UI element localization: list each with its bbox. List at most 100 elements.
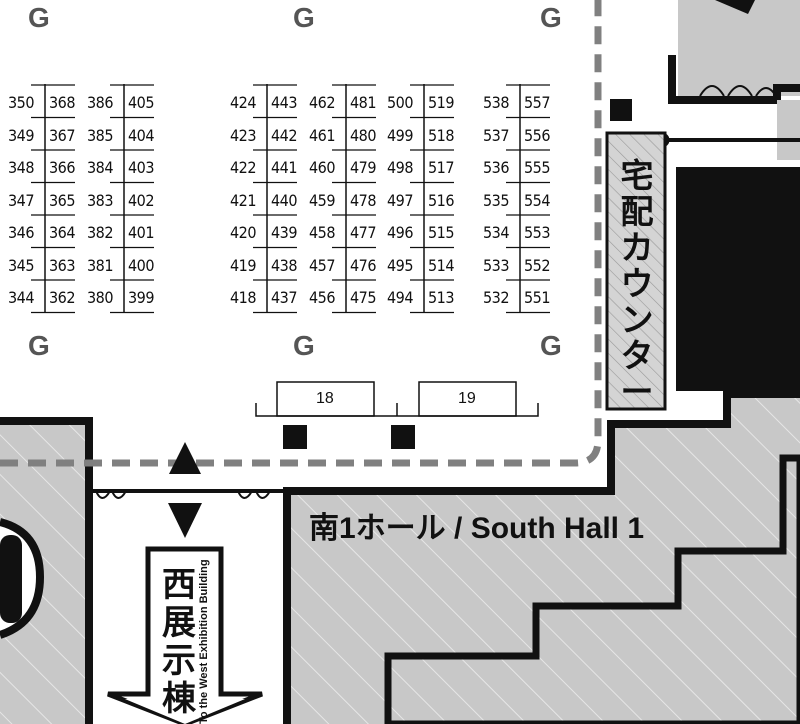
booth-number: 477 — [350, 223, 376, 242]
booth-number: 382 — [87, 223, 113, 242]
booth-number: 381 — [87, 255, 113, 275]
booth-number: 438 — [271, 255, 297, 275]
marker-square — [610, 99, 632, 121]
booth-number: 557 — [524, 93, 550, 112]
seating-area — [255, 381, 539, 449]
booth-number: 500 — [387, 93, 413, 112]
delivery-counter-label: 宅配カウンター — [617, 158, 657, 410]
booth-number: 496 — [387, 223, 413, 242]
booth-number: 421 — [230, 190, 256, 210]
booth-number: 367 — [49, 125, 75, 145]
booth-number: 459 — [309, 190, 335, 210]
marker-g: G — [540, 330, 562, 361]
booth-number: 423 — [230, 125, 256, 145]
booth-number: 535 — [483, 190, 509, 210]
booth-number: 348 — [8, 158, 34, 177]
booth-number: 461 — [309, 125, 335, 145]
booth-number: 460 — [309, 158, 335, 177]
booth-number: 457 — [309, 255, 335, 275]
booth-number: 475 — [350, 288, 376, 307]
booth-number: 366 — [49, 158, 75, 177]
booth-number: 499 — [387, 125, 413, 145]
booth-number: 537 — [483, 125, 509, 145]
vertical-char: 展 — [162, 604, 196, 642]
booth-number: 418 — [230, 288, 256, 307]
booth-number: 399 — [128, 288, 154, 307]
booth-number: 458 — [309, 223, 335, 242]
booth-number: 538 — [483, 93, 509, 112]
booth-number: 517 — [428, 158, 454, 177]
booth-number: 462 — [309, 93, 335, 112]
upper-right-area — [654, 0, 800, 160]
marker-g: G — [540, 2, 562, 33]
booth-number: 556 — [524, 125, 550, 145]
booth-number: 400 — [128, 255, 154, 275]
booth-number: 442 — [271, 125, 297, 145]
booth-number: 384 — [87, 158, 113, 177]
stair-steps — [384, 454, 800, 724]
marker-g: G — [293, 2, 315, 33]
marker-g: G — [293, 330, 315, 361]
booth-number: 553 — [524, 223, 550, 242]
seat-label: 18 — [316, 390, 334, 407]
booth-number: 401 — [128, 223, 154, 242]
vertical-char: へ — [159, 718, 199, 724]
booth-number: 494 — [387, 288, 413, 307]
booth-number: 385 — [87, 125, 113, 145]
booth-number: 532 — [483, 288, 509, 307]
booth-number: 555 — [524, 158, 550, 177]
marker-g: G — [28, 330, 50, 361]
south-hall-label: 南1ホール / South Hall 1 — [309, 512, 645, 545]
booth-number: 362 — [49, 288, 75, 307]
area-boundary — [0, 0, 602, 467]
booth-number: 346 — [8, 223, 34, 242]
seat-label: 19 — [458, 390, 476, 407]
booth-number: 519 — [428, 93, 454, 112]
booth-number: 364 — [49, 223, 75, 242]
booth-number: 368 — [49, 93, 75, 112]
vertical-char: ン — [620, 301, 654, 338]
booth-number: 344 — [8, 288, 34, 307]
black-block — [676, 167, 800, 391]
booth-number: 533 — [483, 255, 509, 275]
west-building-label-en: To the West Exhibition Building — [198, 559, 210, 724]
booth-number: 420 — [230, 223, 256, 242]
booth-number: 476 — [350, 255, 376, 275]
booth-number: 515 — [428, 223, 454, 242]
booth-number: 478 — [350, 190, 376, 210]
vertical-char: ー — [620, 373, 654, 410]
booth-number: 350 — [8, 93, 34, 112]
booth-number: 347 — [8, 190, 34, 210]
vertical-char: 西 — [162, 566, 196, 604]
vertical-char: 棟 — [162, 680, 196, 718]
booth-number: 518 — [428, 125, 454, 145]
booth-number: 498 — [387, 158, 413, 177]
booth-number: 404 — [128, 125, 154, 145]
booth-number: 481 — [350, 93, 376, 112]
booth-number: 495 — [387, 255, 413, 275]
booth-number: 386 — [87, 93, 113, 112]
booth-number: 443 — [271, 93, 297, 112]
booth-number: 480 — [350, 125, 376, 145]
booth-number: 536 — [483, 158, 509, 177]
booth-number: 363 — [49, 255, 75, 275]
booth-number: 419 — [230, 255, 256, 275]
booth-number: 365 — [49, 190, 75, 210]
left-area — [0, 417, 93, 724]
west-building-label: 西展示棟へ — [159, 566, 199, 724]
booth-number: 513 — [428, 288, 454, 307]
vertical-char: タ — [620, 337, 654, 374]
down-arrow-icon — [168, 503, 202, 538]
booth-number: 383 — [87, 190, 113, 210]
booth-number: 437 — [271, 288, 297, 307]
booth-number: 345 — [8, 255, 34, 275]
booth-number: 514 — [428, 255, 454, 275]
booth-number: 405 — [128, 93, 154, 112]
west-building-arrow-icon — [107, 546, 263, 724]
vertical-char: カ — [620, 229, 654, 266]
booth-number: 441 — [271, 158, 297, 177]
booth-grid-lines — [31, 84, 550, 314]
booth-number: 516 — [428, 190, 454, 210]
